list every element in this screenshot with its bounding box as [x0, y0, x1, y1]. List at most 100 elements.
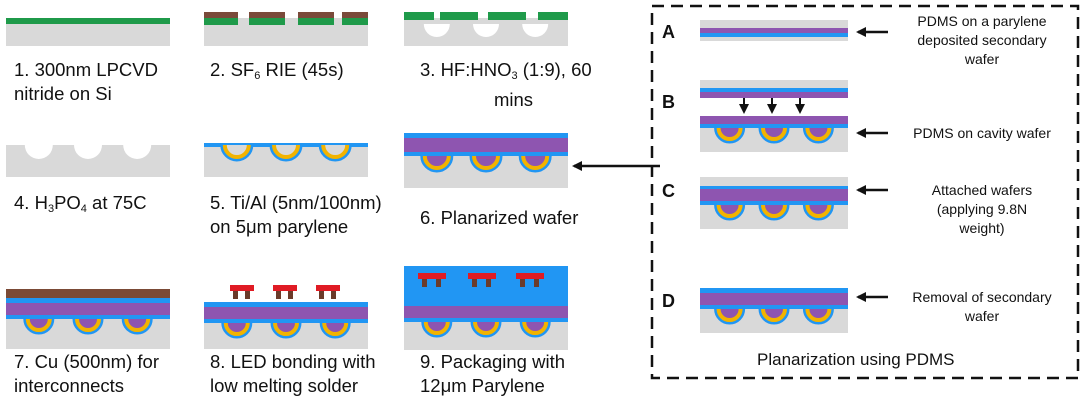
panelB-cavity-parylene-2	[758, 127, 790, 144]
step5-cavity-metal-3	[321, 144, 350, 159]
step9-led-1	[418, 273, 446, 279]
step1-silicon	[6, 24, 170, 46]
step6-cavity-metal-2	[472, 155, 500, 170]
step8-pdms	[204, 307, 368, 319]
panel-label-d: D	[662, 291, 675, 311]
step6-parylene-base	[404, 152, 568, 156]
step4-cavity-2	[74, 145, 102, 159]
panel-label-a: A	[662, 22, 675, 42]
step8-solder-left-1	[233, 291, 238, 299]
step3-nitride-3	[488, 12, 526, 20]
panelB-cavity-metal-1	[716, 127, 743, 141]
step8-solder-left-3	[319, 291, 324, 299]
step9-solder-right-2	[486, 279, 491, 287]
step9-cavity-metal-1	[423, 321, 450, 335]
step8-cavity-metal-1	[223, 322, 250, 336]
step8-cavity-parylene-1	[221, 322, 253, 339]
step7-parylene-cap	[6, 298, 170, 303]
step5-cavity-parylene-3	[318, 144, 352, 162]
panelD-cavity-metal-2	[761, 308, 787, 322]
step1-nitride	[6, 18, 170, 24]
panelD-parylene	[700, 305, 848, 309]
step8-cavity-parylene-2	[270, 322, 302, 339]
panelC-cavity-metal-1	[716, 204, 743, 218]
step3-undercut-2	[473, 24, 499, 37]
step8-led-1	[230, 285, 254, 291]
panel-label-c: C	[662, 181, 675, 201]
step-6-caption: 6. Planarized wafer	[420, 207, 579, 228]
step8-parylene-base	[204, 319, 368, 323]
step8-cavity-parylene-3	[319, 322, 351, 339]
step-1-caption: 1. 300nm LPCVD nitride on Si	[14, 59, 158, 104]
step9-solder-left-3	[520, 279, 525, 287]
step7-cavity-metal-3	[124, 318, 151, 332]
step7-cavity-metal-1	[25, 318, 52, 332]
step-5-caption: 5. Ti/Al (5nm/100nm) on 5μm parylene	[210, 192, 382, 237]
panel-label-b: B	[662, 92, 675, 112]
panelB-cavity-parylene-3	[802, 127, 834, 144]
step9-solder-left-2	[472, 279, 477, 287]
panelD-pdms	[700, 293, 848, 305]
step2-mask-3	[298, 12, 334, 18]
step9-parylene-base	[404, 318, 568, 322]
step3-undercut-1	[423, 24, 450, 37]
step9-cavity-parylene-1	[421, 321, 453, 338]
step6-parylene-cap	[404, 133, 568, 138]
step3-nitride-2	[440, 12, 478, 20]
step9-cavity-metal-2	[473, 321, 499, 335]
panelC-top-silicon	[700, 177, 848, 186]
step5-cavity-metal-1	[222, 144, 251, 159]
step8-parylene-cap	[204, 302, 368, 307]
step8-solder-right-3	[331, 291, 336, 299]
panelB-top-pdms	[700, 92, 848, 98]
pdms-panel-border	[650, 4, 1080, 380]
panel-title: Planarization using PDMS	[757, 350, 955, 369]
step-8-caption: 8. LED bonding with low melting solder	[210, 351, 376, 396]
step2-mask-1	[204, 12, 238, 18]
step-7-caption: 7. Cu (500nm) for interconnects	[14, 351, 159, 396]
step7-parylene-base	[6, 315, 170, 319]
step7-pdms	[6, 303, 170, 315]
step8-solder-right-2	[288, 291, 293, 299]
step9-led-2	[468, 273, 496, 279]
panelB-top-silicon	[700, 80, 848, 88]
panelD-cavity-parylene-3	[802, 308, 834, 325]
panelC-cavity-parylene-3	[802, 204, 834, 221]
step7-cavity-parylene-1	[23, 318, 55, 335]
step-4-caption: 4. H3PO4 at 75C	[14, 192, 147, 215]
panelD-cavity-metal-3	[805, 308, 832, 322]
panelA-silicon-bottom	[700, 37, 848, 41]
step2-nitride-3	[298, 18, 334, 25]
step6-cavity-parylene-3	[518, 155, 552, 173]
step7-cavity-metal-2	[75, 318, 101, 332]
panelB-bottom-parylene	[700, 124, 848, 128]
step9-solder-left-1	[422, 279, 427, 287]
step7-copper	[6, 289, 170, 298]
panelB-bottom-pdms	[700, 116, 848, 124]
step9-solder-right-3	[534, 279, 539, 287]
step6-cavity-metal-3	[521, 155, 550, 170]
note-d: Removal of secondary wafer	[912, 289, 1052, 324]
panelA-silicon	[700, 20, 848, 28]
step3-undercut-3	[522, 24, 549, 37]
step6-cavity-metal-1	[422, 155, 451, 170]
panelC-pdms	[700, 189, 848, 201]
step-9-caption: 9. Packaging with 12μm Parylene	[420, 351, 566, 396]
panelD-top-parylene	[700, 288, 848, 293]
step5-cavity-parylene-1	[220, 144, 254, 162]
step8-cavity-metal-2	[273, 322, 299, 336]
panelB-cavity-metal-2	[761, 127, 787, 141]
step-3-caption: 3. HF:HNO3 (1:9), 60 mins	[420, 59, 592, 110]
step2-mask-4	[342, 12, 368, 18]
panelA-pdms	[700, 28, 848, 33]
panelC-top-parylene	[700, 186, 848, 189]
step8-cavity-metal-3	[322, 322, 349, 336]
panelC-parylene	[700, 201, 848, 205]
step9-cavity-metal-3	[522, 321, 549, 335]
panelC-cavity-parylene-1	[714, 204, 746, 221]
step8-led-3	[316, 285, 340, 291]
panelD-cavity-parylene-2	[758, 308, 790, 325]
panelB-cavity-metal-3	[805, 127, 832, 141]
step8-solder-right-1	[245, 291, 250, 299]
